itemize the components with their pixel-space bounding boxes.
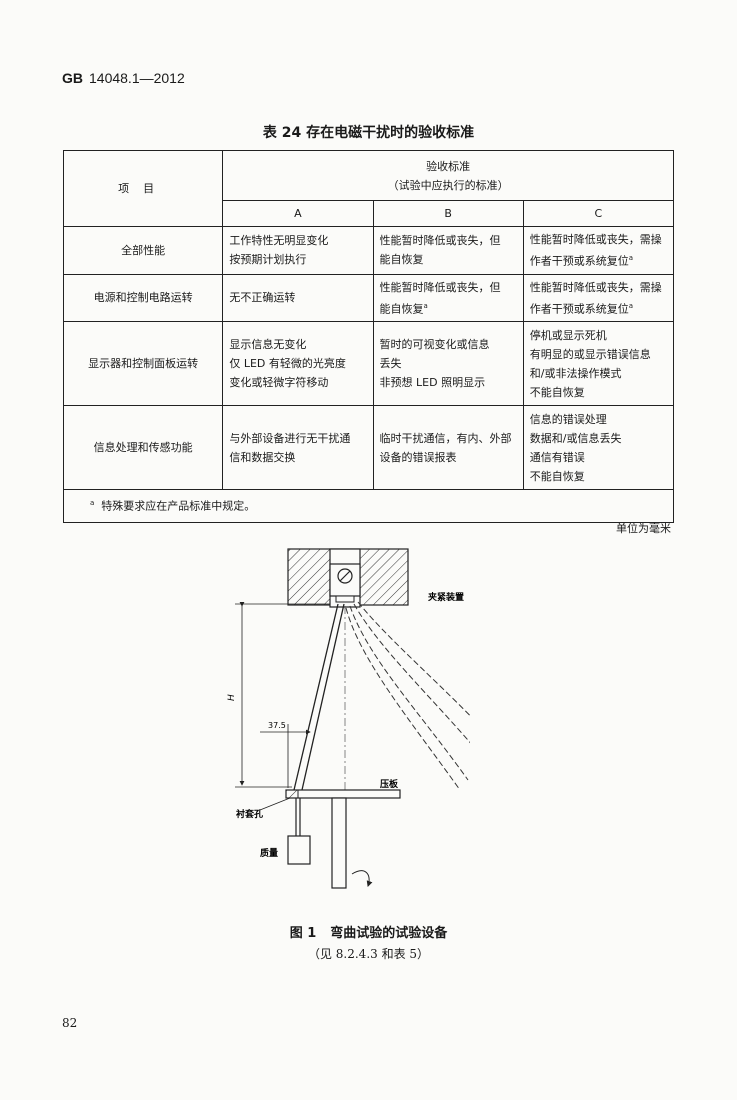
table-row: 显示器和控制面板运转 显示信息无变化仅 LED 有轻微的光亮度变化或轻微字符移动… bbox=[62, 321, 675, 407]
bending-test-figure: 夹紧装置 H 37.5 压板 衬套孔 质量 bbox=[227, 548, 470, 889]
figure-title: 图 1 弯曲试验的试验设备 bbox=[0, 922, 737, 941]
cell-line: 作者干预或系统复位 bbox=[529, 254, 629, 268]
row-item: 显示器和控制面板运转 bbox=[62, 321, 224, 407]
table-row: 全部性能 工作特性无明显变化按预期计划执行 性能暂时降低或丧失，但能自恢复 性能… bbox=[62, 226, 675, 275]
cell-line: 性能暂时降低或丧失，但 bbox=[379, 234, 501, 248]
criteria-b-cell: 临时干扰通信，有内、外部设备的错误报表 bbox=[372, 405, 524, 491]
footnote-ref: a bbox=[423, 301, 428, 310]
criteria-c-cell: 性能暂时降低或丧失，需操作者干预或系统复位a bbox=[522, 226, 675, 275]
press-plate bbox=[285, 789, 401, 799]
cell-line: 变化或轻微字符移动 bbox=[229, 376, 329, 390]
rotation-arrow-icon bbox=[351, 870, 373, 887]
criteria-b-cell: 暂时的可视变化或信息丢失非预想 LED 照明显示 bbox=[372, 321, 524, 407]
page-number: 82 bbox=[62, 1016, 78, 1030]
bent-cable-positions bbox=[345, 601, 470, 791]
screw-icon bbox=[337, 568, 353, 584]
column-header-b: B bbox=[372, 200, 524, 227]
acceptance-criteria-table: 项目 验收标准 （试验中应执行的标准） A B C 全部性能 工作特性无明显变化… bbox=[62, 150, 675, 523]
criteria-a-cell: 工作特性无明显变化按预期计划执行 bbox=[222, 226, 374, 275]
test-cable bbox=[293, 603, 345, 791]
footnote-ref: a bbox=[628, 301, 634, 310]
item-column-header: 项目 bbox=[62, 150, 224, 227]
cell-line: 无不正确运转 bbox=[229, 291, 296, 305]
criteria-b-cell: 性能暂时降低或丧失，但能自恢复 bbox=[372, 226, 524, 275]
figure-reference: （见 8.2.4.3 和表 5） bbox=[307, 947, 430, 961]
table-row: 电源和控制电路运转 无不正确运转 性能暂时降低或丧失，但能自恢复a 性能暂时降低… bbox=[62, 273, 675, 323]
standard-prefix: GB bbox=[62, 70, 83, 86]
table-title: 表 24 存在电磁干扰时的验收标准 bbox=[262, 125, 475, 141]
cell-line: 显示信息无变化 bbox=[229, 338, 307, 352]
footnote-ref: a bbox=[628, 254, 634, 262]
clamp-label: 夹紧装置 bbox=[428, 591, 464, 603]
criteria-a-cell: 与外部设备进行无干扰通信和数据交换 bbox=[222, 405, 374, 491]
criteria-header-title: 验收标准 bbox=[426, 159, 471, 173]
criteria-b-cell: 性能暂时降低或丧失，但能自恢复a bbox=[372, 273, 524, 323]
criteria-c-cell: 停机或显示死机有明显的或显示错误信息和/或非法操作模式不能自恢复 bbox=[522, 321, 675, 407]
criteria-header-subtitle: （试验中应执行的标准） bbox=[387, 178, 509, 192]
cell-line: 停机或显示死机 bbox=[529, 328, 607, 342]
cell-line: 丢失 bbox=[379, 357, 402, 371]
cell-line: 作者干预或系统复位 bbox=[529, 302, 629, 316]
clamp-block bbox=[287, 548, 409, 608]
cell-line: 非预想 LED 照明显示 bbox=[379, 376, 486, 390]
column-header-c: C bbox=[522, 200, 675, 227]
cell-line: 不能自恢复 bbox=[529, 469, 585, 483]
criteria-a-cell: 显示信息无变化仅 LED 有轻微的光亮度变化或轻微字符移动 bbox=[222, 321, 374, 407]
cell-line: 仅 LED 有轻微的光亮度 bbox=[229, 357, 346, 371]
table-row: 信息处理和传感功能 与外部设备进行无干扰通信和数据交换 临时干扰通信，有内、外部… bbox=[62, 405, 675, 491]
cell-line: 性能暂时降低或丧失，需操 bbox=[529, 280, 662, 294]
cell-line: 按预期计划执行 bbox=[229, 253, 307, 267]
criteria-a-cell: 无不正确运转 bbox=[222, 273, 374, 323]
cell-line: 性能暂时降低或丧失，需操 bbox=[529, 233, 662, 246]
cell-line: 信息的错误处理 bbox=[529, 412, 607, 426]
row-item: 信息处理和传感功能 bbox=[62, 405, 224, 491]
bushing-hole-label: 衬套孔 bbox=[236, 808, 263, 820]
cell-line: 信和数据交换 bbox=[229, 450, 296, 464]
standard-code: GB 14048.1—2012 bbox=[62, 70, 185, 86]
row-item: 全部性能 bbox=[62, 226, 224, 275]
footnote-mark: a bbox=[90, 499, 95, 508]
unit-note: 单位为毫米 bbox=[616, 522, 671, 535]
offset-label: 37.5 bbox=[268, 721, 286, 730]
criteria-header: 验收标准 （试验中应执行的标准） bbox=[222, 150, 674, 201]
column-header-a: A bbox=[222, 200, 374, 227]
criteria-c-cell: 性能暂时降低或丧失，需操作者干预或系统复位a bbox=[522, 273, 675, 323]
cell-line: 不能自恢复 bbox=[529, 385, 585, 399]
offset-dimension bbox=[260, 724, 311, 788]
rotating-shaft bbox=[331, 797, 347, 889]
cell-line: 和/或非法操作模式 bbox=[529, 366, 622, 380]
cell-line: 设备的错误报表 bbox=[379, 450, 457, 464]
figure-title-text: 弯曲试验的试验设备 bbox=[330, 926, 448, 941]
press-plate-label: 压板 bbox=[380, 778, 399, 790]
mass-label: 质量 bbox=[260, 847, 278, 859]
cell-line: 通信有错误 bbox=[529, 450, 585, 464]
cell-line: 暂时的可视变化或信息 bbox=[379, 338, 490, 352]
cell-line: 能自恢复 bbox=[379, 253, 424, 267]
cell-line: 能自恢复 bbox=[379, 302, 424, 316]
cell-line: 有明显的或显示错误信息 bbox=[529, 347, 651, 361]
criteria-c-cell: 信息的错误处理数据和/或信息丢失通信有错误不能自恢复 bbox=[522, 405, 675, 491]
cell-line: 数据和/或信息丢失 bbox=[529, 431, 622, 445]
cell-line: 性能暂时降低或丧失，但 bbox=[379, 280, 501, 294]
height-dimension bbox=[235, 602, 330, 788]
table-footnote: a 特殊要求应在产品标准中规定。 bbox=[63, 489, 674, 523]
cell-line: 工作特性无明显变化 bbox=[229, 234, 329, 248]
mass-block bbox=[287, 835, 311, 865]
cell-line: 与外部设备进行无干扰通 bbox=[229, 431, 351, 445]
cell-line: 临时干扰通信，有内、外部 bbox=[379, 431, 512, 445]
row-item: 电源和控制电路运转 bbox=[62, 273, 224, 323]
height-label: H bbox=[227, 694, 237, 701]
footnote-text: 特殊要求应在产品标准中规定。 bbox=[101, 499, 256, 513]
standard-number: 14048.1—2012 bbox=[89, 70, 185, 86]
figure-number: 图 1 bbox=[289, 926, 317, 941]
